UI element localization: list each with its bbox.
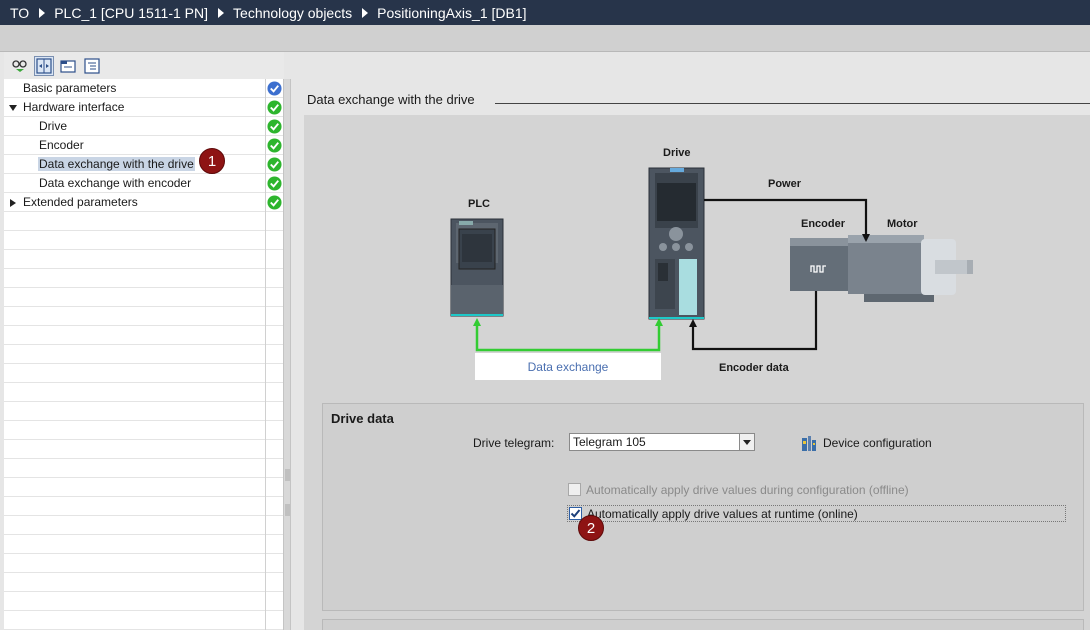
status-ok-icon — [267, 100, 282, 115]
drive-label: Drive — [663, 147, 691, 159]
nav-item-label: Encoder — [39, 138, 84, 152]
nav-item-extended-parameters[interactable]: Extended parameters — [10, 193, 138, 212]
drive-diagram: PLC Drive Power Encoder Motor Encoder da… — [304, 115, 1090, 630]
section-divider — [495, 103, 1090, 104]
device-configuration-label: Device configuration — [823, 436, 932, 450]
status-done-icon — [267, 81, 282, 96]
nav-item-hardware-interface[interactable]: Hardware interface — [9, 98, 124, 117]
view-toolbar — [4, 52, 284, 79]
callout-badge-2: 2 — [578, 515, 604, 541]
device-configuration-link[interactable]: Device configuration — [801, 433, 932, 453]
folder-view-icon[interactable] — [58, 56, 78, 76]
nav-item-encoder[interactable]: Encoder — [39, 136, 84, 155]
breadcrumb-item-axis[interactable]: PositioningAxis_1 [DB1] — [377, 4, 527, 21]
status-ok-icon — [267, 176, 282, 191]
navigation-tree: Basic parameters Hardware interface Driv… — [4, 79, 265, 630]
breadcrumb-item-technology-objects[interactable]: Technology objects — [233, 4, 353, 21]
breadcrumb-separator-icon — [218, 7, 225, 18]
check-icon — [570, 509, 581, 518]
glasses-icon[interactable] — [10, 56, 30, 76]
drive-data-title: Drive data — [331, 411, 394, 426]
collapse-left-icon[interactable] — [285, 469, 290, 481]
motor-label: Motor — [887, 218, 918, 230]
tree-view-icon[interactable] — [82, 56, 102, 76]
auto-apply-online-checkbox[interactable] — [569, 507, 582, 520]
auto-apply-offline-row: Automatically apply drive values during … — [568, 481, 909, 498]
auto-apply-online-row: Automatically apply drive values at runt… — [567, 505, 1066, 522]
auto-apply-online-label: Automatically apply drive values at runt… — [587, 506, 858, 521]
nav-item-basic-parameters[interactable]: Basic parameters — [23, 79, 116, 98]
drive-data-section: Drive data Drive telegram: Telegram 105 … — [322, 403, 1084, 611]
nav-item-label: Data exchange with the drive — [38, 157, 195, 171]
encoder-data-label: Encoder data — [719, 362, 789, 374]
section-title: Data exchange with the drive — [307, 92, 483, 107]
nav-item-label: Hardware interface — [23, 100, 125, 114]
nav-item-label: Basic parameters — [23, 81, 117, 95]
collapse-arrow-icon[interactable] — [10, 198, 16, 207]
nav-item-label: Drive — [39, 119, 68, 133]
split-view-icon[interactable] — [34, 55, 54, 76]
diagram-graphics — [450, 167, 973, 352]
status-ok-icon — [267, 157, 282, 172]
breadcrumb-item-plc[interactable]: PLC_1 [CPU 1511-1 PN] — [54, 4, 209, 21]
callout-badge-1: 1 — [199, 148, 225, 174]
status-column — [265, 79, 283, 630]
device-configuration-icon — [802, 436, 816, 451]
breadcrumb-separator-icon — [39, 7, 46, 18]
drive-telegram-label: Drive telegram: — [473, 436, 555, 450]
parameter-content: Data exchange with the drive — [291, 79, 1090, 630]
breadcrumb-separator-icon — [362, 7, 369, 18]
collapse-right-icon[interactable] — [285, 504, 290, 516]
next-section-header — [322, 619, 1084, 630]
motor-encoder-image — [790, 235, 973, 302]
status-ok-icon — [267, 195, 282, 210]
breadcrumb-item-to[interactable]: TO — [10, 4, 30, 21]
status-ok-icon — [267, 119, 282, 134]
breadcrumb: TO PLC_1 [CPU 1511-1 PN] Technology obje… — [0, 0, 1090, 25]
encoder-label: Encoder — [801, 218, 846, 230]
panel-splitter[interactable] — [283, 79, 291, 630]
nav-item-label: Extended parameters — [23, 195, 138, 209]
data-exchange-label[interactable]: Data exchange — [475, 353, 661, 380]
power-label: Power — [768, 178, 802, 190]
nav-item-drive[interactable]: Drive — [39, 117, 67, 136]
nav-item-data-exchange-drive[interactable]: Data exchange with the drive — [38, 155, 195, 174]
nav-item-data-exchange-encoder[interactable]: Data exchange with encoder — [39, 174, 191, 193]
auto-apply-offline-label: Automatically apply drive values during … — [586, 482, 909, 497]
auto-apply-offline-checkbox[interactable] — [568, 483, 581, 496]
editor-header-bar — [0, 25, 1090, 52]
drive-telegram-value: Telegram 105 — [573, 435, 646, 449]
status-ok-icon — [267, 138, 282, 153]
drive-device-image — [648, 167, 705, 320]
chevron-down-icon[interactable] — [739, 434, 754, 450]
expand-arrow-icon[interactable] — [9, 104, 17, 111]
drive-telegram-select[interactable]: Telegram 105 — [569, 433, 755, 451]
plc-label: PLC — [468, 198, 490, 210]
plc-device-image — [450, 218, 504, 317]
nav-item-label: Data exchange with encoder — [39, 176, 192, 190]
